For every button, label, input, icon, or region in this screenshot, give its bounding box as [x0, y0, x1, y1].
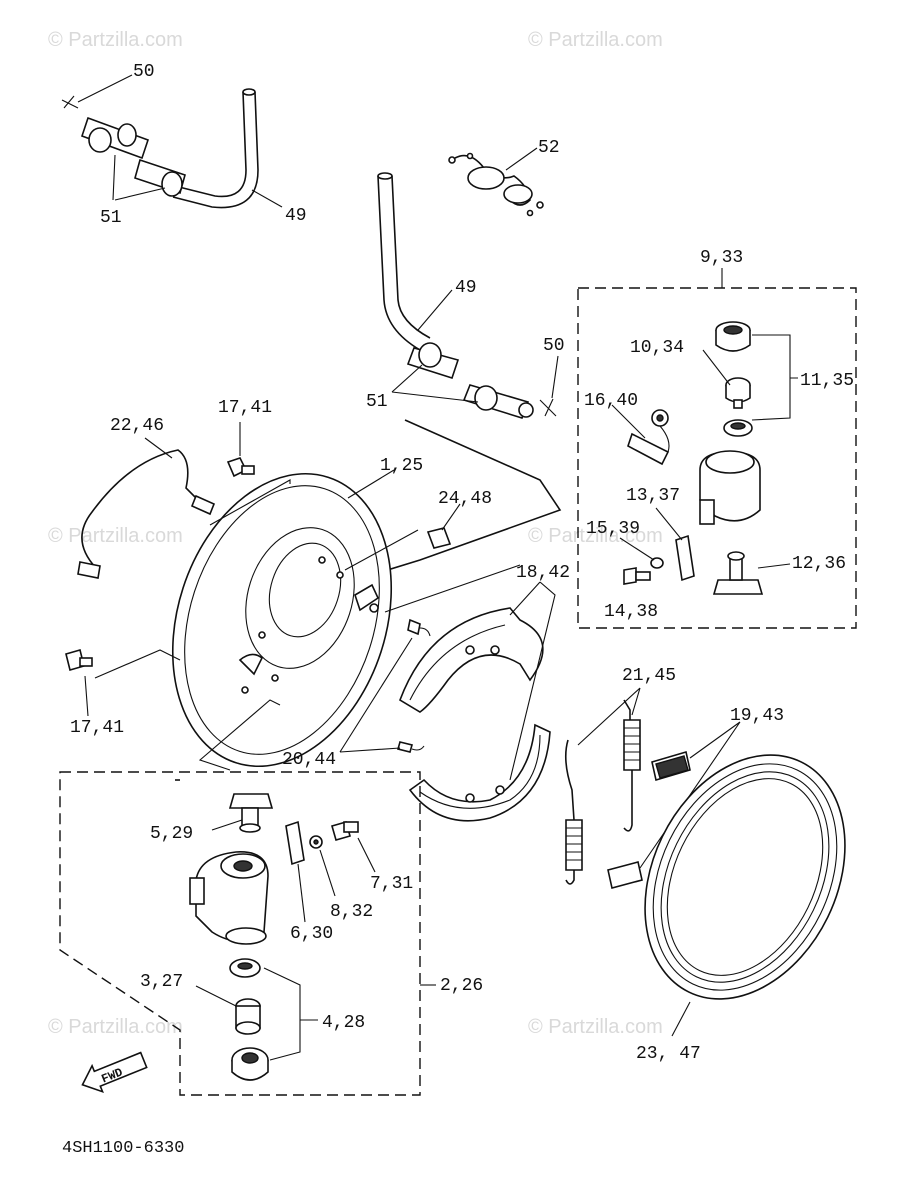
callout-5-29: 5,29 — [150, 824, 193, 844]
watermark: © Partzilla.com — [528, 525, 663, 547]
callout-17-41: 17,41 — [70, 718, 124, 738]
callout-10-34: 10,34 — [630, 338, 684, 358]
leader — [94, 649, 181, 679]
callout-2-26: 2,26 — [440, 976, 483, 996]
watermark: © Partzilla.com — [528, 29, 663, 51]
callout-14-38: 14,38 — [604, 602, 658, 622]
leader — [417, 289, 453, 331]
callout-50: 50 — [133, 62, 155, 82]
callout-4-28: 4,28 — [322, 1013, 365, 1033]
callout-1-25: 1,25 — [380, 456, 423, 476]
callout-11-35: 11,35 — [800, 371, 854, 391]
callout-9-33: 9,33 — [700, 248, 743, 268]
leader — [198, 699, 281, 771]
callout-16-40: 16,40 — [584, 391, 638, 411]
backing-plate — [171, 419, 562, 768]
leader — [195, 985, 237, 1007]
leader — [112, 154, 166, 201]
breather-hose-upper — [61, 88, 259, 209]
leader — [84, 675, 89, 717]
callout-19-43: 19,43 — [730, 706, 784, 726]
fwd-arrow-icon: FWD — [81, 1051, 148, 1094]
leader — [251, 189, 283, 208]
gasket-52 — [448, 152, 544, 217]
leader — [441, 503, 461, 531]
brake-shoe-upper — [399, 607, 544, 713]
leader — [655, 507, 683, 541]
callout-13-37: 13,37 — [626, 486, 680, 506]
leader — [144, 437, 173, 459]
brake-hose — [77, 449, 216, 579]
callout-3-27: 3,27 — [140, 972, 183, 992]
diagram-code: 4SH1100-6330 — [62, 1139, 184, 1158]
leader — [702, 349, 731, 386]
callout-51: 51 — [366, 392, 388, 412]
callout-6-30: 6,30 — [290, 924, 333, 944]
bolt-upper — [226, 457, 255, 478]
brake-shoe-lower — [408, 723, 551, 822]
leader — [757, 563, 791, 569]
leader — [671, 1001, 691, 1037]
leader — [391, 364, 479, 403]
callout-7-31: 7,31 — [370, 874, 413, 894]
wheel-cylinder-lower — [189, 793, 359, 1081]
leader — [339, 637, 413, 753]
callout-49: 49 — [285, 206, 307, 226]
callout-18-42: 18,42 — [516, 563, 570, 583]
callout-50: 50 — [543, 336, 565, 356]
leader — [344, 529, 521, 613]
wheel-cylinder-kit-box — [577, 287, 857, 629]
callout-51: 51 — [100, 208, 122, 228]
callout-22-46: 22,46 — [110, 416, 164, 436]
bolt-lower — [65, 649, 93, 671]
watermark: © Partzilla.com — [48, 29, 183, 51]
leader — [347, 469, 395, 499]
leader — [751, 334, 798, 421]
callout-49: 49 — [455, 278, 477, 298]
callout-15-39: 15,39 — [586, 519, 640, 539]
shoe-clips — [607, 750, 691, 889]
drum-seal-ring — [644, 754, 846, 1000]
callout-21-45: 21,45 — [622, 666, 676, 686]
leader — [209, 479, 291, 526]
leader — [505, 147, 538, 171]
shoe-pins — [397, 618, 431, 753]
breather-hose-lower — [377, 172, 557, 419]
watermark: © Partzilla.com — [48, 1016, 183, 1038]
leader — [509, 581, 541, 616]
leader — [577, 687, 641, 746]
watermark: © Partzilla.com — [528, 1016, 663, 1038]
leader — [619, 537, 655, 561]
leader — [357, 837, 376, 873]
leader — [551, 355, 559, 399]
callout-12-36: 12,36 — [792, 554, 846, 574]
callout-8-32: 8,32 — [330, 902, 373, 922]
leader — [211, 819, 243, 831]
callout-23-47: 23, 47 — [636, 1044, 701, 1064]
callout-52: 52 — [538, 138, 560, 158]
callout-17-41: 17,41 — [218, 398, 272, 418]
leader — [263, 967, 318, 1061]
leader — [319, 849, 336, 897]
callout-20-44: 20,44 — [282, 750, 336, 770]
leader — [297, 863, 306, 923]
leader — [77, 74, 133, 103]
wheel-cylinder-upper — [623, 321, 764, 595]
callout-24-48: 24,48 — [438, 489, 492, 509]
bolt-24-48 — [426, 527, 452, 549]
watermark: © Partzilla.com — [48, 525, 183, 547]
wheel-cylinder-assy-box — [59, 771, 421, 1096]
leader — [611, 404, 646, 439]
leader — [509, 581, 556, 781]
return-springs — [564, 699, 641, 885]
